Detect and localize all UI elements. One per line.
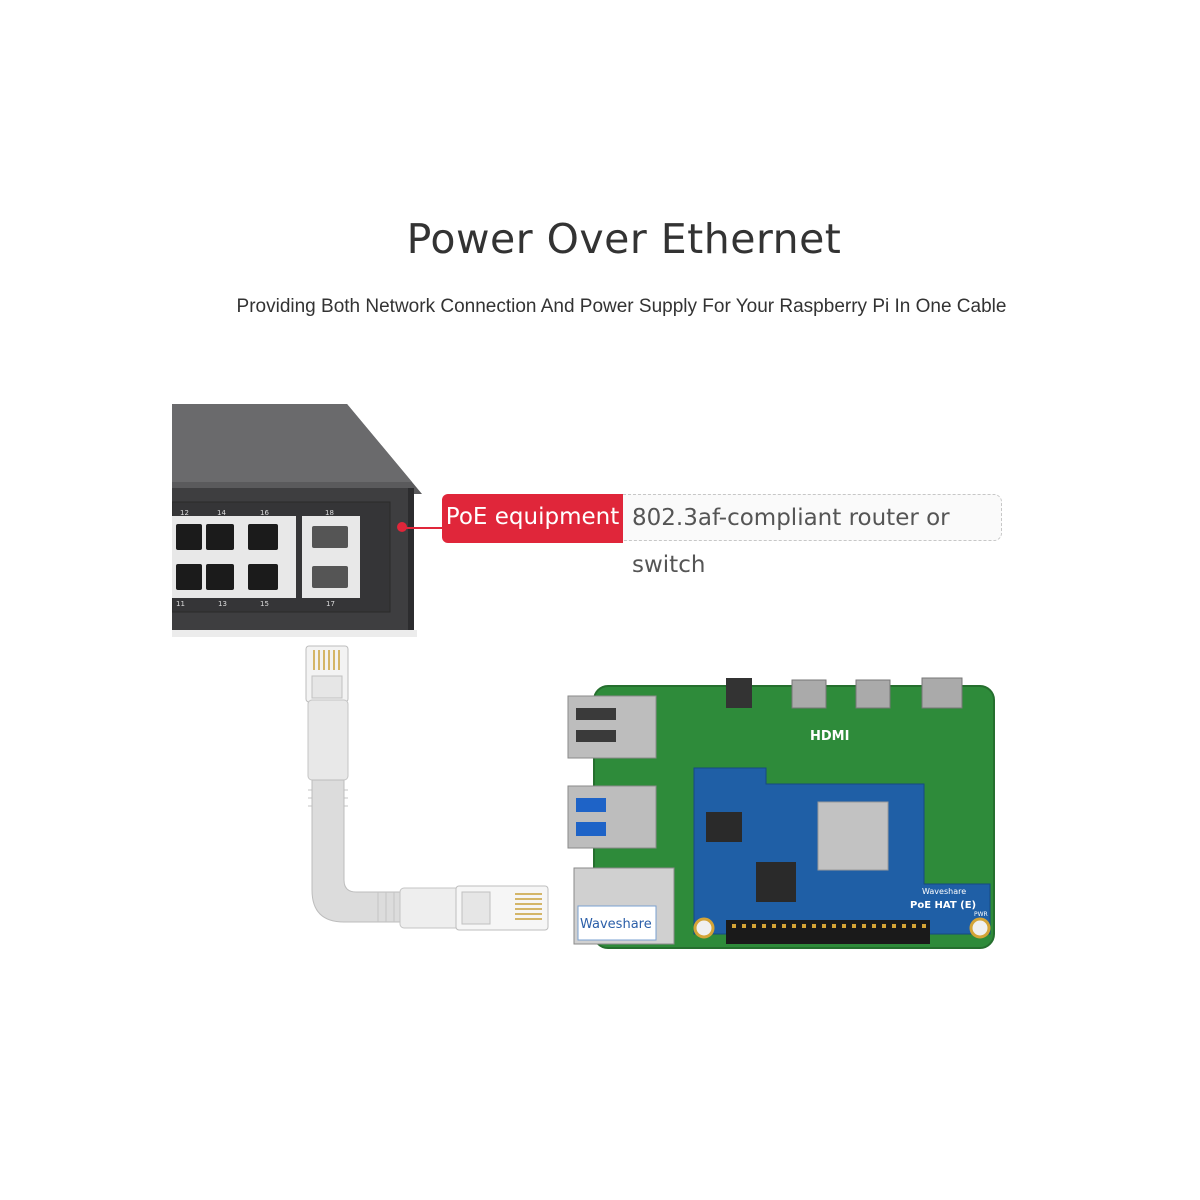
port-number: 15 <box>260 600 269 608</box>
ethernet-cable-illustration <box>305 645 549 931</box>
page-title: Power Over Ethernet <box>406 215 842 264</box>
port-number: 17 <box>326 600 335 608</box>
port-number: 14 <box>217 509 226 517</box>
page-subtitle: Providing Both Network Connection And Po… <box>236 296 1007 317</box>
hat-brand-text: Waveshare <box>922 887 966 896</box>
hdmi-silkscreen: HDMI <box>810 729 849 744</box>
port-number: 12 <box>180 509 189 517</box>
port-number: 13 <box>218 600 227 608</box>
port-number: 18 <box>325 509 334 517</box>
poe-equipment-callout: PoE equipment 802.3af-compliant router o… <box>442 494 1004 578</box>
callout-connector-line <box>402 527 444 529</box>
callout-tag: PoE equipment <box>442 494 623 543</box>
hat-model-label: PoE HAT (E) <box>910 900 976 911</box>
raspberry-pi-poe-hat-illustration: Waveshare HDMI Waveshare PoE HAT (E) PWR <box>567 677 995 949</box>
pwr-silkscreen: PWR <box>974 911 988 918</box>
callout-description: 802.3af-compliant router or switch <box>623 494 1002 578</box>
network-switch-illustration: 12 14 16 18 11 13 15 17 <box>172 404 422 637</box>
port-number: 11 <box>176 600 185 608</box>
port-number: 16 <box>260 509 269 517</box>
ethernet-port-label: Waveshare <box>580 917 652 932</box>
